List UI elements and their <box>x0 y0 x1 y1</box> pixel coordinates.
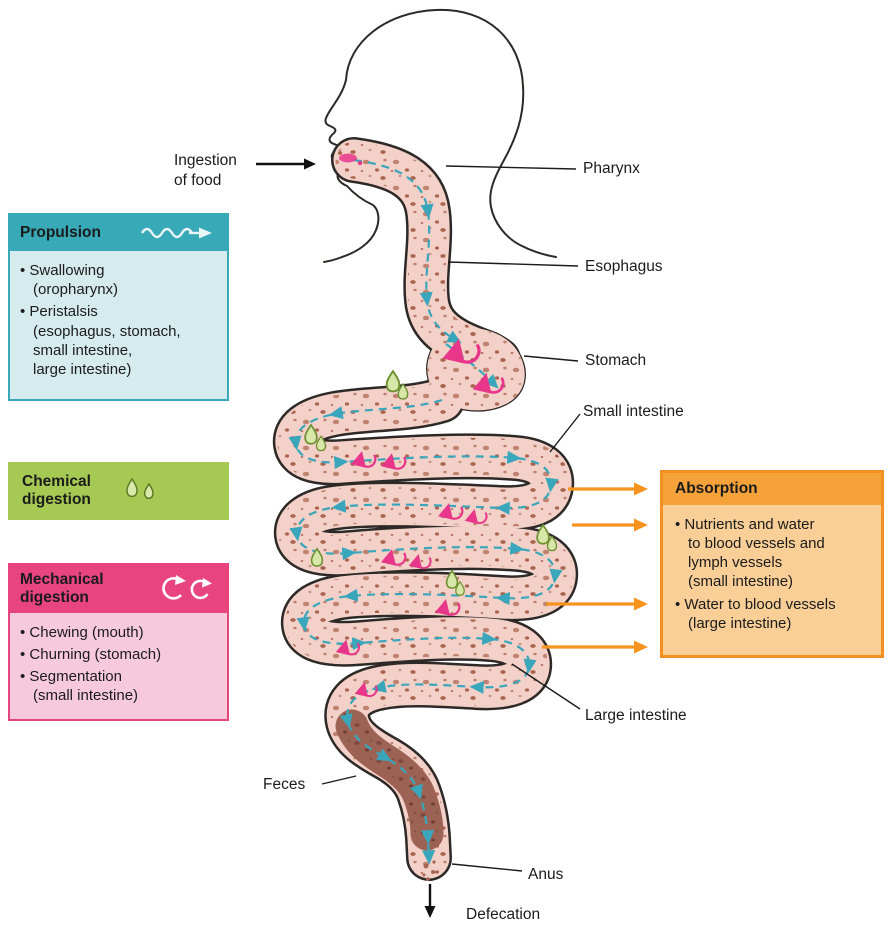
propulsion-box: Propulsion Swallowing (oropharynx) Peris… <box>8 213 229 401</box>
propulsion-list: Swallowing (oropharynx) Peristalsis (eso… <box>20 261 219 379</box>
mechanical-title: Mechanical digestion <box>20 571 104 606</box>
mechanical-header: Mechanical digestion <box>10 565 227 613</box>
list-item: Water to blood vessels (large intestine) <box>675 595 873 633</box>
mechanical-body: Chewing (mouth) Churning (stomach) Segme… <box>10 612 227 719</box>
chemical-title: Chemical digestion <box>22 473 91 508</box>
list-item: Chewing (mouth) <box>20 623 219 642</box>
anus-speckles <box>422 860 436 881</box>
mechanical-digestion-box: Mechanical digestion Chewing (mouth) Chu… <box>8 563 229 721</box>
list-item: Segmentation (small intestine) <box>20 667 219 705</box>
list-item: Swallowing (oropharynx) <box>20 261 219 299</box>
list-item: Nutrients and water to blood vessels and… <box>675 515 873 592</box>
leader-lines <box>321 165 581 872</box>
absorption-box: Absorption Nutrients and water to blood … <box>660 470 884 658</box>
label-defecation: Defecation <box>466 906 541 923</box>
churn-arrows-icon <box>159 572 217 606</box>
list-item: Peristalsis (esophagus, stomach, small i… <box>20 302 219 379</box>
propulsion-header: Propulsion <box>10 215 227 251</box>
chemical-digestion-box: Chemical digestion <box>8 462 229 520</box>
label-stomach: Stomach <box>585 352 647 369</box>
label-pharynx: Pharynx <box>583 160 640 177</box>
wave-arrow-icon <box>139 223 217 243</box>
label-large-intestine: Large intestine <box>585 707 687 724</box>
label-ingestion: Ingestion of food <box>174 152 237 190</box>
list-item: Churning (stomach) <box>20 645 219 664</box>
absorption-title: Absorption <box>675 480 758 497</box>
absorption-arrows <box>542 482 648 654</box>
propulsion-body: Swallowing (oropharynx) Peristalsis (eso… <box>10 251 227 399</box>
propulsion-title: Propulsion <box>20 224 101 242</box>
label-esophagus: Esophagus <box>585 258 663 275</box>
absorption-header: Absorption <box>663 473 881 505</box>
label-small-intestine: Small intestine <box>583 403 684 420</box>
droplets-icon <box>119 476 161 506</box>
mechanical-list: Chewing (mouth) Churning (stomach) Segme… <box>20 623 219 706</box>
food-bolus <box>338 151 363 166</box>
label-anus: Anus <box>528 866 564 883</box>
absorption-body: Nutrients and water to blood vessels and… <box>663 504 881 655</box>
absorption-list: Nutrients and water to blood vessels and… <box>675 515 873 633</box>
label-feces: Feces <box>263 776 306 793</box>
